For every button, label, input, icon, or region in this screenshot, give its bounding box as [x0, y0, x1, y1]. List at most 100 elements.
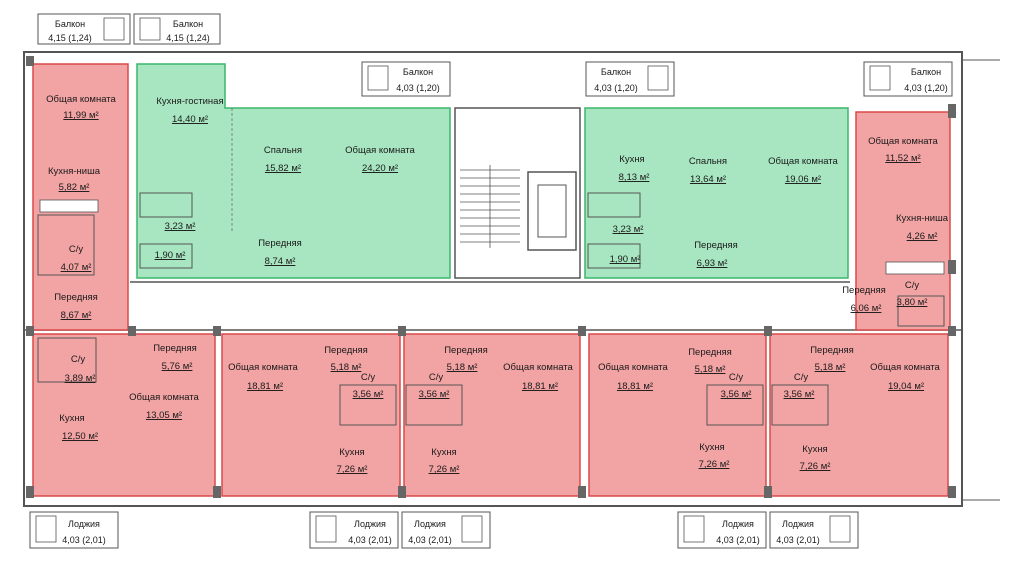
loggia-area: 4,03 (2,01) — [348, 535, 392, 545]
room-name: С/у — [71, 354, 86, 365]
loggia-bottom-1: Лоджия 4,03 (2,01) — [29, 511, 119, 549]
room-area: 13,05 м² — [146, 410, 182, 421]
room-name: Общая комната — [46, 94, 116, 105]
loggia-bottom-5: Лоджия 4,03 (2,01) — [769, 511, 859, 549]
columns — [26, 56, 956, 498]
room-name: Передняя — [258, 238, 302, 249]
balcony-top-5: Балкон 4,03 (1,20) — [863, 61, 953, 97]
outer-wall — [23, 51, 963, 507]
room-area: 11,52 м² — [885, 153, 920, 164]
loggia-area: 4,03 (2,01) — [408, 535, 452, 545]
labels-apartment-s5: Передняя 5,18 м² С/у 3,56 м² Общая комна… — [784, 345, 941, 472]
room-area: 5,18 м² — [695, 364, 726, 375]
room-area: 3,56 м² — [419, 389, 450, 400]
room-name: Спальня — [689, 156, 727, 167]
room-name: С/у — [729, 372, 744, 383]
labels-apartment-nr: Кухня 8,13 м² Спальня 13,64 м² Общая ком… — [610, 154, 839, 269]
loggia-bottom-3: Лоджия 4,03 (2,01) — [401, 511, 491, 549]
room-area: 4,26 м² — [907, 231, 938, 242]
room-area: 3,23 м² — [165, 221, 196, 232]
room-name: Общая комната — [503, 362, 573, 373]
room-area: 19,06 м² — [785, 174, 821, 185]
room-name: С/у — [69, 244, 84, 255]
room-name: Кухня-гостиная — [156, 96, 223, 107]
room-area: 7,26 м² — [699, 459, 730, 470]
stair-core — [454, 107, 581, 279]
balcony-label: Балкон — [911, 67, 941, 77]
loggia-label: Лоджия — [722, 519, 754, 529]
labels-apartment-s3: Передняя 5,18 м² С/у 3,56 м² Общая комна… — [419, 345, 574, 475]
apartment-s4[interactable] — [588, 333, 767, 497]
room-area: 8,67 м² — [61, 310, 92, 321]
room-area: 15,82 м² — [265, 163, 301, 174]
room-name: Кухня — [59, 413, 84, 424]
room-area: 14,40 м² — [172, 114, 208, 125]
balcony-area: 4,03 (1,20) — [594, 83, 638, 93]
loggia-area: 4,03 (2,01) — [716, 535, 760, 545]
apartment-ne[interactable] — [32, 63, 129, 331]
balcony-top-1: Балкон 4,15 (1,24) — [37, 13, 131, 45]
room-name: Общая комната — [129, 392, 199, 403]
balcony-label: Балкон — [55, 19, 85, 29]
labels-apartment-s2: Общая комната 18,81 м² Передняя 5,18 м² … — [228, 345, 383, 475]
room-name: Передняя — [153, 343, 197, 354]
room-name: Передняя — [842, 285, 886, 296]
room-area: 5,18 м² — [331, 362, 362, 373]
room-area: 18,81 м² — [617, 381, 653, 392]
room-name: Общая комната — [598, 362, 668, 373]
room-area: 8,74 м² — [265, 256, 296, 267]
balcony-top-4: Балкон 4,03 (1,20) — [585, 61, 675, 97]
apartment-nw[interactable] — [855, 111, 951, 331]
loggia-label: Лоджия — [354, 519, 386, 529]
room-area: 5,18 м² — [815, 362, 846, 373]
apartment-s2[interactable] — [221, 333, 401, 497]
room-area: 11,99 м² — [63, 110, 98, 121]
room-area: 19,04 м² — [888, 381, 924, 392]
balcony-top-3: Балкон 4,03 (1,20) — [361, 61, 451, 97]
apartment-s5[interactable] — [769, 333, 949, 497]
balcony-label: Балкон — [403, 67, 433, 77]
elevator-shaft — [527, 171, 577, 251]
labels-apartment-s4: Общая комната 18,81 м² Передняя 5,18 м² … — [598, 347, 751, 470]
room-area: 18,81 м² — [522, 381, 558, 392]
apartment-nr-green[interactable] — [584, 107, 849, 279]
room-name: Спальня — [264, 145, 302, 156]
room-name: Общая комната — [768, 156, 838, 167]
elevator-cab — [537, 184, 567, 238]
room-name: Кухня-ниша — [48, 166, 101, 177]
room-name: Передняя — [688, 347, 732, 358]
room-area: 6,06 м² — [851, 303, 882, 314]
room-area: 7,26 м² — [337, 464, 368, 475]
balcony-area: 4,15 (1,24) — [48, 33, 92, 43]
room-area: 13,64 м² — [690, 174, 726, 185]
room-name: Кухня — [802, 444, 827, 455]
room-name: Кухня — [699, 442, 724, 453]
loggia-label: Лоджия — [414, 519, 446, 529]
walls — [23, 51, 1000, 507]
labels-apartment-nw: Общая комната 11,52 м² Кухня-ниша 4,26 м… — [842, 136, 949, 314]
room-name: Передняя — [694, 240, 738, 251]
balcony-top-2: Балкон 4,15 (1,24) — [133, 13, 221, 45]
room-area: 5,82 м² — [59, 182, 90, 193]
labels-apartment-ne: Общая комната 11,99 м² Кухня-ниша 5,82 м… — [46, 94, 116, 321]
apartment-nc-green[interactable] — [136, 63, 451, 279]
room-name: Общая комната — [345, 145, 415, 156]
room-area: 3,56 м² — [784, 389, 815, 400]
room-name: Кухня — [431, 447, 456, 458]
room-name: Кухня — [619, 154, 644, 165]
room-area: 3,56 м² — [353, 389, 384, 400]
room-name: Кухня-ниша — [896, 213, 949, 224]
room-name: Общая комната — [868, 136, 938, 147]
labels-apartment-nc: Кухня-гостиная 14,40 м² Спальня 15,82 м²… — [155, 96, 416, 267]
room-name: С/у — [905, 280, 920, 291]
room-name: С/у — [794, 372, 809, 383]
room-area: 3,80 м² — [897, 297, 928, 308]
loggia-label: Лоджия — [68, 519, 100, 529]
stair-steps — [460, 165, 520, 248]
room-name: Передняя — [324, 345, 368, 356]
loggia-bottom-4: Лоджия 4,03 (2,01) — [677, 511, 767, 549]
balcony-area: 4,15 (1,24) — [166, 33, 210, 43]
room-name: С/у — [361, 372, 376, 383]
